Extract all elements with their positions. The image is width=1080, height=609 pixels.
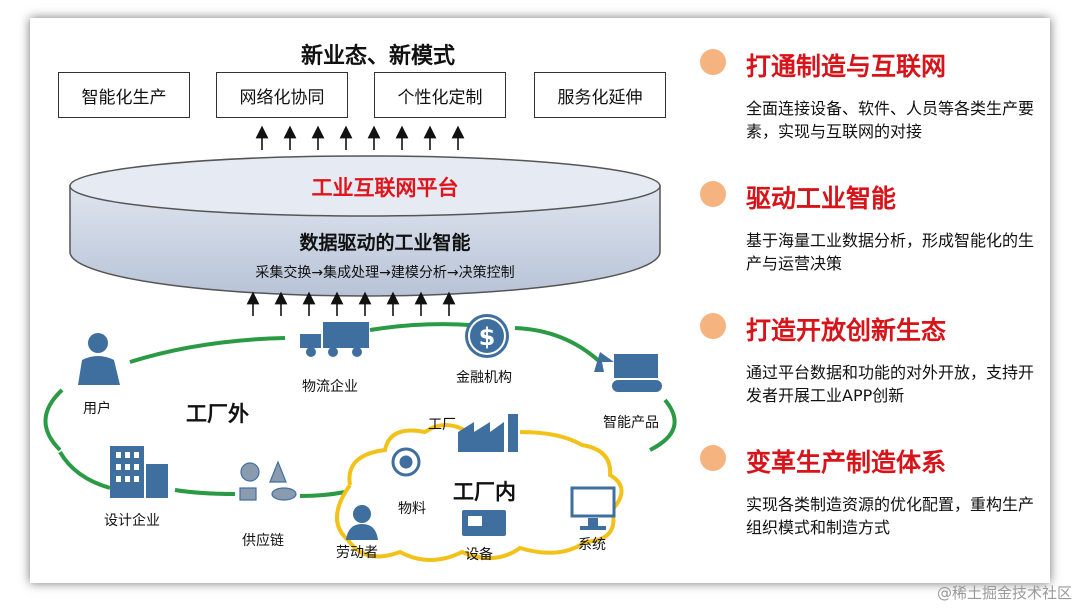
right-item-desc: 全面连接设备、软件、人员等各类生产要素，实现与互联网的对接 xyxy=(746,99,1035,141)
factory-icon xyxy=(458,414,518,452)
right-item-desc: 基于海量工业数据分析，形成智能化的生产与运营决策 xyxy=(746,231,1035,273)
office-building-icon xyxy=(110,446,168,498)
node-logistics-label: 物流企业 xyxy=(302,379,358,395)
node-finance-label: 金融机构 xyxy=(456,370,512,386)
watermark: @稀土掘金技术社区 xyxy=(936,584,1072,602)
bullet-dot xyxy=(700,49,726,75)
truck-icon xyxy=(300,322,369,357)
outer-green-ring xyxy=(43,322,677,498)
right-item-title: 打通制造与互联网 xyxy=(746,52,947,81)
right-item-desc: 通过平台数据和功能的对外开放，支持开发者开展工业APP创新 xyxy=(746,363,1035,405)
right-item-title: 驱动工业智能 xyxy=(746,184,897,213)
node-design-label: 设计企业 xyxy=(104,513,160,529)
node-workers-label: 劳动者 xyxy=(336,545,378,561)
node-factory-label: 工厂 xyxy=(428,417,456,433)
materials-gear-icon xyxy=(391,447,421,477)
bullet-dot xyxy=(700,445,726,471)
svg-text:$: $ xyxy=(479,323,496,351)
new-business-title: 新业态、新模式 xyxy=(300,44,455,69)
node-system-label: 系统 xyxy=(578,537,606,553)
platform-subtitle: 数据驱动的工业智能 xyxy=(299,232,471,254)
user-icon xyxy=(78,333,120,385)
worker-icon xyxy=(346,505,378,540)
equipment-icon xyxy=(462,510,506,536)
right-item-title: 打造开放创新生态 xyxy=(746,316,947,345)
platform-flow: 采集交换→集成处理→建模分析→决策控制 xyxy=(255,265,515,281)
supply-chain-icon xyxy=(239,460,297,501)
mode-box-customization: 个性化定制 xyxy=(374,72,506,118)
node-user-label: 用户 xyxy=(83,401,111,417)
node-smart-product-label: 智能产品 xyxy=(603,415,659,431)
lower-arrows xyxy=(246,291,456,316)
node-materials-label: 物料 xyxy=(398,501,426,517)
dollar-coin-icon: $ xyxy=(465,314,509,358)
bullet-dot xyxy=(700,181,726,207)
bullet-dot xyxy=(700,313,726,339)
mode-box-smart-production: 智能化生产 xyxy=(58,72,190,118)
right-item-desc: 实现各类制造资源的优化配置，重构生产组织模式和制造方式 xyxy=(746,495,1035,537)
mode-box-network-collaboration: 网络化协同 xyxy=(216,72,348,118)
mode-box-service-extension: 服务化延伸 xyxy=(534,72,666,118)
outer-zone-label: 工厂外 xyxy=(186,402,249,426)
platform-cylinder xyxy=(69,155,661,297)
platform-title: 工业互联网平台 xyxy=(311,176,459,200)
inner-yellow-cloud xyxy=(335,423,624,562)
node-supply-chain-label: 供应链 xyxy=(242,533,284,549)
inner-zone-label: 工厂内 xyxy=(453,480,516,504)
upper-arrows xyxy=(255,125,465,150)
node-equipment-label: 设备 xyxy=(465,547,493,563)
right-item-title: 变革生产制造体系 xyxy=(746,448,947,477)
monitor-system-icon xyxy=(570,486,616,530)
excavator-icon xyxy=(594,352,662,392)
